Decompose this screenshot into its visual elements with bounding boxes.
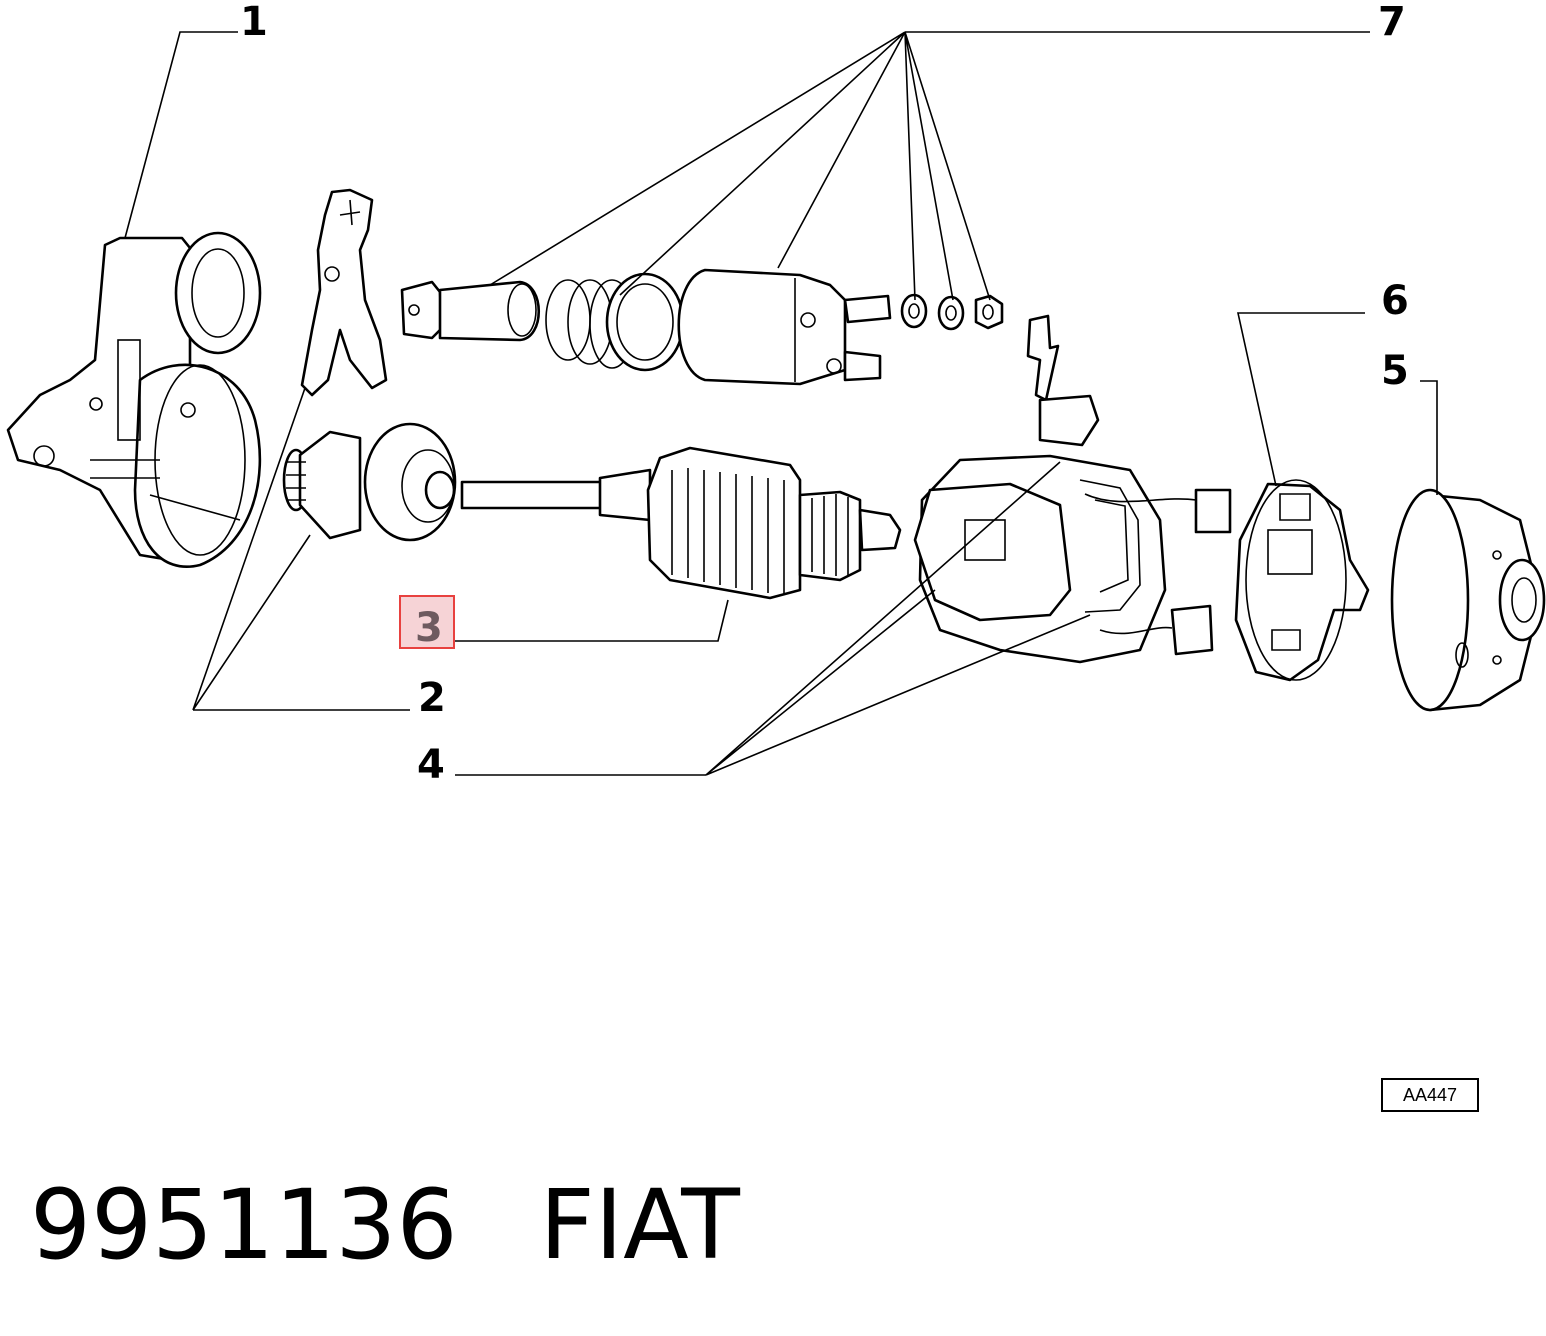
callout-3[interactable]: 3: [415, 605, 443, 651]
commutator-end-cover[interactable]: [1390, 488, 1546, 712]
figure-reference-code: AA447: [1381, 1078, 1479, 1112]
shift-fork-lever[interactable]: [300, 188, 388, 397]
field-coil-assembly[interactable]: [913, 314, 1232, 664]
callout-2[interactable]: 2: [418, 675, 446, 721]
part-footer: 9951136 FIAT: [30, 1170, 740, 1280]
callout-5[interactable]: 5: [1381, 348, 1409, 394]
callout-3-highlight-box: [399, 595, 455, 649]
callout-6[interactable]: 6: [1381, 278, 1409, 324]
brush-holder-plate[interactable]: [1234, 479, 1370, 682]
callout-labels: 1 7 6 5 3 2 4: [240, 0, 1409, 788]
callout-1[interactable]: 1: [240, 0, 268, 45]
nuts-and-washers[interactable]: [900, 293, 1004, 331]
brand-name: FIAT: [539, 1169, 740, 1281]
drive-pinion-assembly[interactable]: [282, 422, 457, 542]
solenoid-switch[interactable]: [677, 268, 892, 386]
leader-lines: [124, 31, 1438, 776]
part-number: 9951136: [30, 1169, 458, 1281]
callout-4[interactable]: 4: [417, 742, 445, 788]
solenoid-springs[interactable]: [545, 272, 685, 372]
callout-7[interactable]: 7: [1378, 0, 1406, 45]
armature-assembly[interactable]: [460, 446, 902, 600]
solenoid-plunger[interactable]: [400, 280, 540, 342]
drive-end-housing[interactable]: [6, 231, 262, 568]
